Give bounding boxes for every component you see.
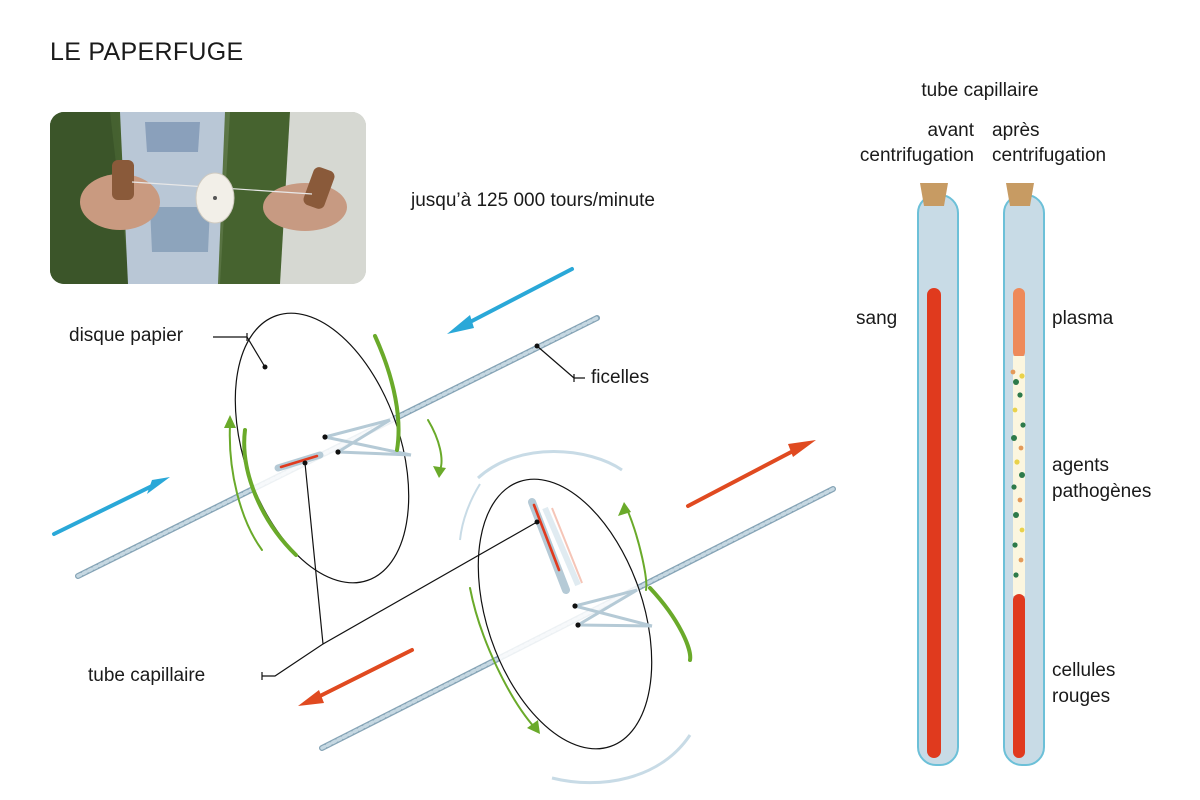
cork-before <box>920 183 948 206</box>
disc-2-strings <box>574 588 653 628</box>
label-red-cells-line2: rouges <box>1052 686 1111 707</box>
tubes-heading: tube capillaire <box>921 80 1039 101</box>
pull-arrows <box>52 267 574 536</box>
disc-1-strings <box>324 418 412 457</box>
rotation-arrowheads <box>224 415 631 734</box>
tube-after-line2: centrifugation <box>992 145 1107 166</box>
cork-after <box>1006 183 1034 206</box>
tube-after-line1: après <box>992 120 1040 141</box>
label-pathogens-line1: agents <box>1052 455 1110 476</box>
pathogen-particles <box>1010 369 1026 578</box>
rotation-arrows <box>228 334 693 729</box>
capillary-tube-1 <box>274 451 324 472</box>
label-red-cells-line1: cellules <box>1052 660 1116 681</box>
tube-before <box>917 183 959 766</box>
label-pathogens-line2: pathogènes <box>1052 481 1152 502</box>
tube-before-line1: avant <box>927 120 974 141</box>
speed-label: jusqu’à 125 000 tours/minute <box>411 190 655 211</box>
label-paper-disc: disque papier <box>69 325 184 346</box>
label-strings: ficelles <box>591 367 650 388</box>
label-blood: sang <box>856 308 898 329</box>
spin-blur-arcs <box>459 450 692 785</box>
motion-arrows <box>316 448 797 699</box>
label-plasma: plasma <box>1052 308 1114 329</box>
leader-lines <box>213 333 585 680</box>
paper-disc-2 <box>477 478 653 750</box>
label-capillary-tube: tube capillaire <box>88 665 206 686</box>
capillary-tube-2 <box>528 498 583 594</box>
tube-after <box>1003 183 1045 766</box>
page-title: LE PAPERFUGE <box>50 38 244 66</box>
tube-before-line2: centrifugation <box>859 145 974 166</box>
paperfuge-photo <box>50 112 366 284</box>
